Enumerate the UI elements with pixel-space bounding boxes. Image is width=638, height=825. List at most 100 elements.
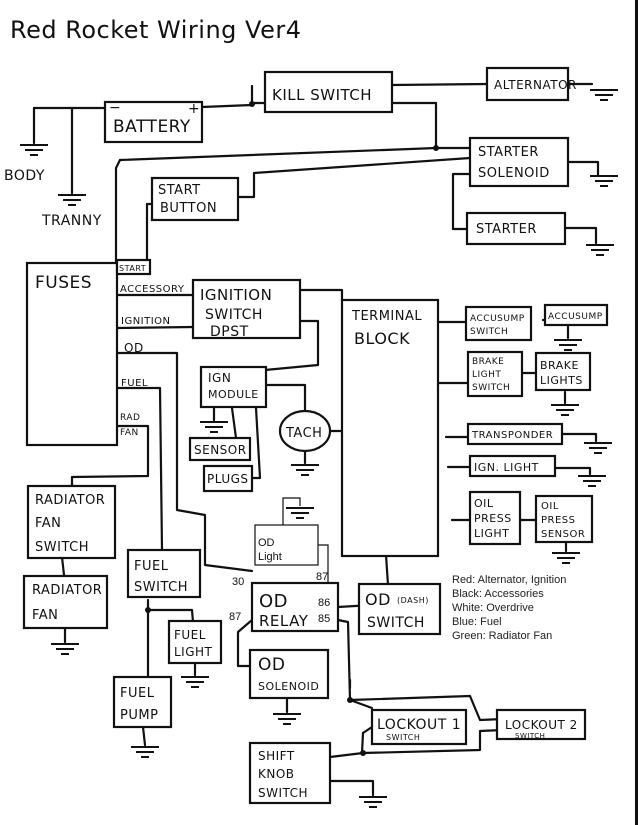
- page-right-border: [635, 0, 638, 825]
- svg-text:IGN. LIGHT: IGN. LIGHT: [474, 461, 539, 474]
- relay-pin-87-right: 87: [316, 571, 328, 583]
- svg-text:SWITCH: SWITCH: [205, 307, 263, 323]
- ignition-switch-box: IGNITION SWITCH DPST: [191, 278, 302, 340]
- svg-text:BATTERY: BATTERY: [113, 117, 191, 137]
- svg-text:PLUGS: PLUGS: [207, 472, 249, 486]
- wires: [32, 82, 600, 797]
- relay-pin-86: 86: [318, 597, 330, 609]
- svg-text:SWITCH: SWITCH: [35, 540, 89, 555]
- svg-text:OD: OD: [259, 591, 288, 612]
- svg-text:FUSES: FUSES: [35, 273, 92, 293]
- svg-text:IGN: IGN: [208, 371, 231, 385]
- transponder-box: TRANSPONDER: [466, 422, 564, 446]
- svg-text:TRANSPONDER: TRANSPONDER: [471, 430, 553, 441]
- svg-text:BUTTON: BUTTON: [160, 201, 217, 216]
- od-solenoid-box: OD SOLENOID: [248, 648, 330, 700]
- lockout-2-switch-box: LOCKOUT 2 SWITCH: [495, 708, 587, 741]
- brake-lights-box: BRAKE LIGHTS: [534, 351, 592, 392]
- legend-item: White: Overdrive: [452, 602, 534, 614]
- svg-text:−: −: [109, 100, 121, 116]
- tach-gauge: TACH: [278, 409, 332, 453]
- fuse-label-accessory: ACCESSORY: [120, 284, 185, 295]
- starter-solenoid-box: STARTER SOLENOID: [468, 136, 570, 188]
- legend-item: Blue: Fuel: [452, 616, 502, 628]
- svg-text:BLOCK: BLOCK: [354, 329, 410, 348]
- svg-text:TERMINAL: TERMINAL: [351, 309, 422, 324]
- svg-text:PRESS: PRESS: [541, 515, 576, 526]
- svg-text:LIGHT: LIGHT: [472, 370, 501, 380]
- lockout-1-switch-box: LOCKOUT 1 SWITCH: [370, 708, 468, 746]
- fuse-label-fan: FAN: [120, 428, 139, 438]
- svg-text:OD: OD: [258, 655, 285, 675]
- svg-text:FAN: FAN: [35, 516, 61, 531]
- svg-text:Light: Light: [258, 551, 282, 563]
- svg-text:ACCUSUMP: ACCUSUMP: [548, 312, 603, 322]
- legend-item: Green: Radiator Fan: [452, 630, 553, 642]
- svg-text:ALTERNATOR: ALTERNATOR: [494, 78, 577, 92]
- ground-icon: [589, 175, 619, 187]
- ground-label-body: BODY: [4, 168, 45, 184]
- svg-text:OIL: OIL: [541, 501, 559, 512]
- brake-light-switch-box: BRAKE LIGHT SWITCH: [466, 350, 524, 398]
- shift-knob-switch-box: SHIFT KNOB SWITCH: [248, 741, 332, 805]
- svg-text:RELAY: RELAY: [259, 612, 309, 630]
- svg-text:KNOB: KNOB: [258, 767, 295, 781]
- svg-text:SWITCH: SWITCH: [515, 732, 545, 740]
- svg-text:PRESS: PRESS: [474, 512, 512, 525]
- svg-text:OD: OD: [258, 537, 275, 549]
- fuel-light-box: FUEL LIGHT: [167, 619, 223, 665]
- fuse-label-rad: RAD: [120, 413, 140, 423]
- legend-item: Red: Alternator, Ignition: [452, 574, 567, 586]
- kill-switch-box: KILL SWITCH: [263, 70, 394, 114]
- plugs-box: PLUGS: [202, 464, 254, 493]
- svg-text:SWITCH: SWITCH: [386, 733, 420, 742]
- legend-item: Black: Accessories: [452, 588, 544, 600]
- terminal-block-box: TERMINAL BLOCK: [340, 298, 440, 558]
- ground-icon: [577, 475, 607, 487]
- battery-box: − + BATTERY: [103, 100, 204, 144]
- ground-icon: [550, 404, 580, 416]
- svg-text:RADIATOR: RADIATOR: [35, 493, 105, 508]
- svg-text:LIGHTS: LIGHTS: [540, 374, 583, 387]
- wire-color-legend: Red: Alternator, Ignition Black: Accesso…: [452, 573, 632, 643]
- ign-light-box: IGN. LIGHT: [468, 454, 557, 478]
- accusump-box: ACCUSUMP: [543, 303, 609, 327]
- oil-press-sensor-box: OIL PRESS SENSOR: [534, 494, 594, 544]
- svg-text:START: START: [158, 183, 201, 198]
- svg-text:STARTER: STARTER: [478, 145, 539, 160]
- svg-text:BRAKE: BRAKE: [540, 359, 579, 372]
- od-light-box: OD Light: [254, 524, 319, 566]
- start-button-box: START BUTTON: [150, 176, 240, 222]
- svg-text:SHIFT: SHIFT: [258, 749, 295, 763]
- ground-icon: [130, 746, 160, 758]
- ground-icon: [285, 507, 315, 519]
- ground-icon: [583, 442, 613, 454]
- svg-text:LOCKOUT 2: LOCKOUT 2: [505, 718, 578, 732]
- relay-pin-30: 30: [232, 576, 244, 588]
- svg-text:RADIATOR: RADIATOR: [32, 583, 102, 598]
- oil-press-light-box: OIL PRESS LIGHT: [468, 490, 522, 546]
- svg-text:LIGHT: LIGHT: [474, 527, 509, 540]
- ground-icon: [589, 89, 619, 101]
- svg-text:PUMP: PUMP: [120, 708, 158, 723]
- svg-text:LIGHT: LIGHT: [174, 645, 213, 659]
- svg-text:SOLENOID: SOLENOID: [258, 680, 319, 693]
- svg-text:SWITCH: SWITCH: [367, 615, 425, 631]
- svg-text:TACH: TACH: [285, 426, 322, 441]
- svg-text:FUEL: FUEL: [134, 559, 169, 574]
- fuses-box: FUSES: [25, 258, 152, 447]
- svg-text:STARTER: STARTER: [476, 222, 537, 237]
- radiator-fan-switch-box: RADIATOR FAN SWITCH: [26, 484, 117, 560]
- svg-text:FUEL: FUEL: [120, 686, 155, 701]
- svg-text:SWITCH: SWITCH: [470, 327, 508, 337]
- svg-text:SENSOR: SENSOR: [194, 443, 247, 457]
- fuse-label-fuel: FUEL: [121, 378, 148, 389]
- ground-icon: [585, 244, 615, 256]
- svg-text:IGNITION: IGNITION: [200, 286, 272, 304]
- accusump-switch-box: ACCUSUMP SWITCH: [464, 305, 533, 342]
- sensor-box: SENSOR: [188, 436, 252, 462]
- alternator-box: ALTERNATOR: [485, 66, 577, 102]
- svg-text:SOLENOID: SOLENOID: [478, 166, 550, 181]
- fuse-label-ignition: IGNITION: [121, 316, 171, 327]
- ground-icon: [199, 421, 229, 433]
